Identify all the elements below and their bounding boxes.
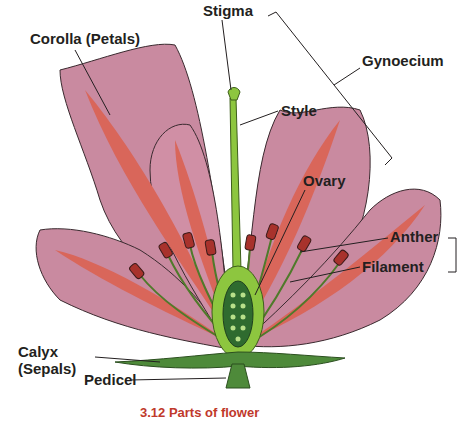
part-label: Pedicel (84, 371, 137, 388)
part-label: Ovary (303, 172, 346, 189)
part-label: Style (281, 102, 317, 119)
group-label: Gynoecium (362, 52, 444, 69)
figure-caption: 3.12 Parts of flower (140, 405, 259, 420)
part-label: Calyx (Sepals) (18, 343, 90, 377)
part-label: Stigma (203, 2, 253, 19)
part-label: Corolla (Petals) (30, 30, 140, 47)
part-label: Filament (362, 258, 424, 275)
part-label: Anther (390, 228, 438, 245)
